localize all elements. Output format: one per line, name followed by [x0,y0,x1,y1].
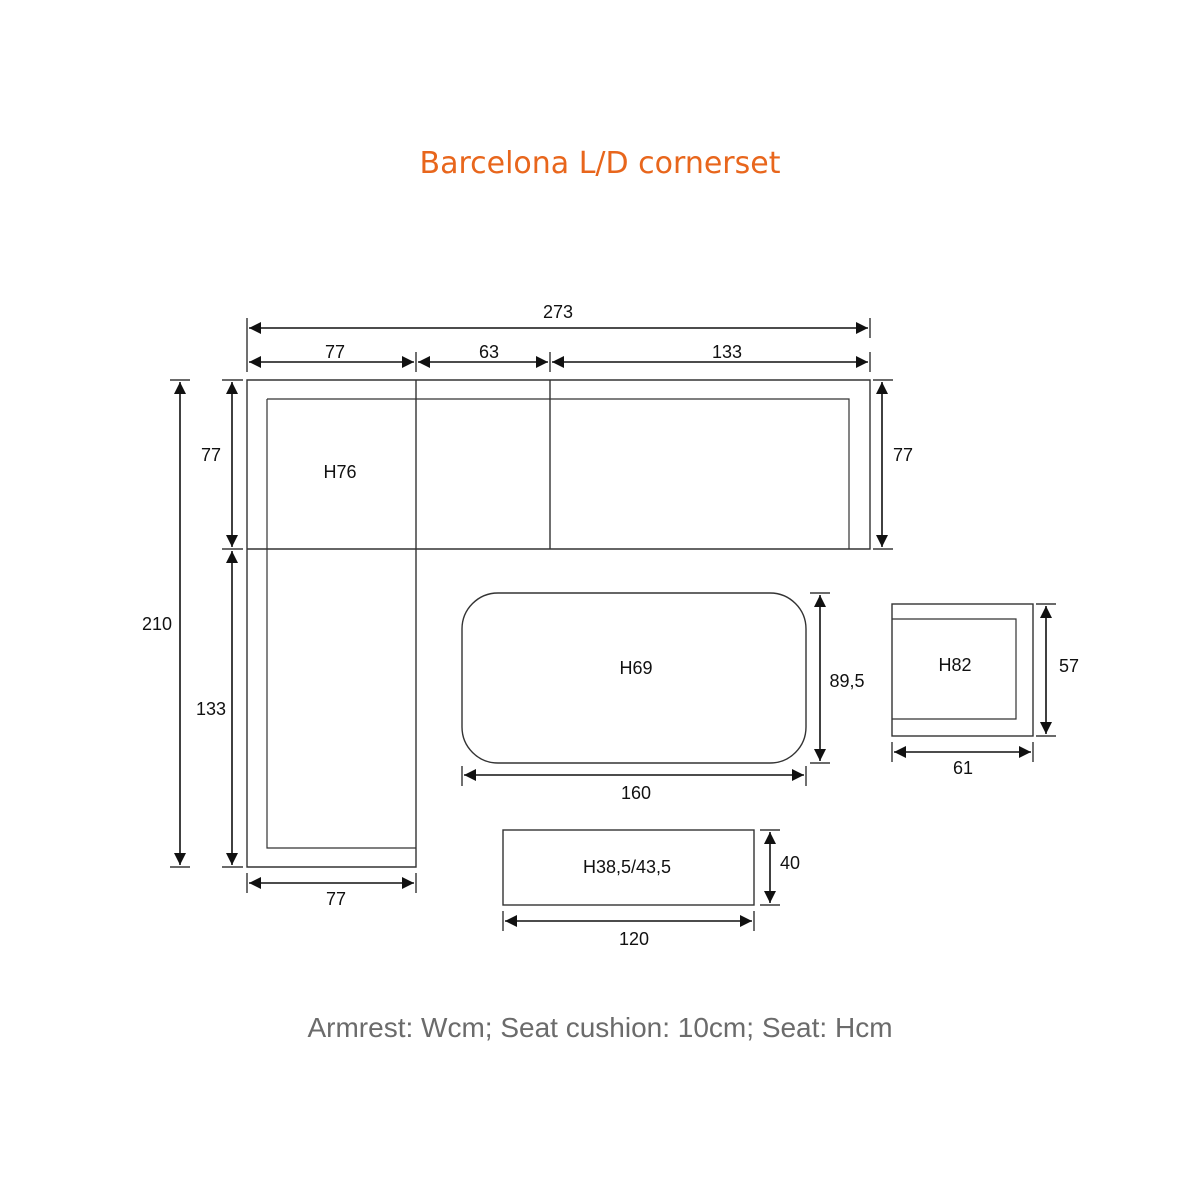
stool: H38,5/43,5 40 120 [502,829,800,949]
right-sofa-dimension: 77 [873,379,913,550]
stool-outline [502,829,755,906]
stool-depth-label: 40 [780,853,800,873]
table-height-label: H69 [619,658,652,678]
lower-depth-label: 133 [196,699,226,719]
chair-outline [891,603,1034,737]
stool-height-label: H38,5/43,5 [583,857,671,877]
right-width-label: 133 [712,342,742,362]
stool-width-label: 120 [619,929,649,949]
total-width-label: 273 [543,302,573,322]
l-sofa-backrest-inner [267,398,850,549]
bottom-width-dimension: 77 [246,873,417,909]
table: H69 89,5 160 [461,592,865,803]
top-depth-right-label: 77 [893,445,913,465]
footnote: Armrest: Wcm; Seat cushion: 10cm; Seat: … [307,1012,892,1043]
top-depth-left-label: 77 [201,445,221,465]
bottom-width-label: 77 [326,889,346,909]
corner-height-label: H76 [323,462,356,482]
chair-depth-label: 57 [1059,656,1079,676]
table-width-label: 160 [621,783,651,803]
chair: H82 57 61 [891,603,1079,778]
top-dimensions: 273 77 63 133 [246,302,871,372]
table-depth-label: 89,5 [829,671,864,691]
middle-width-label: 63 [479,342,499,362]
left-dimensions: 210 77 133 [142,379,243,868]
chair-height-label: H82 [938,655,971,675]
table-outline [461,592,807,764]
chair-width-label: 61 [953,758,973,778]
l-sofa-outline [246,379,871,868]
chair-inner [892,618,1017,720]
total-depth-label: 210 [142,614,172,634]
l-sofa: H76 [246,379,871,868]
diagram-title: Barcelona L/D cornerset [420,146,781,181]
corner-width-label: 77 [325,342,345,362]
